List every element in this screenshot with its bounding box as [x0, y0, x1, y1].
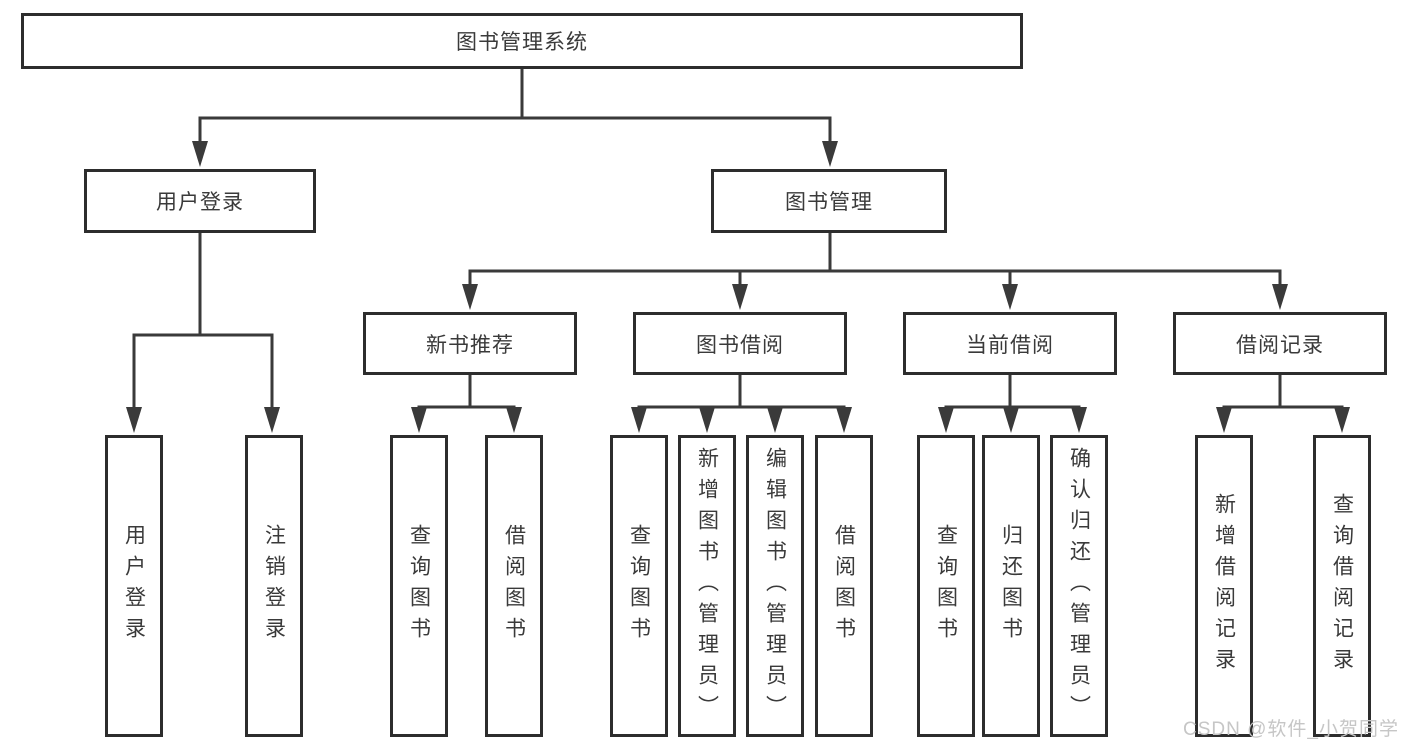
node-label: 查询图书: [407, 524, 431, 648]
node-label: 查询图书: [627, 524, 651, 648]
node-label: 当前借阅: [966, 333, 1054, 357]
leaf-query-borrow-record: 查询借阅记录: [1313, 435, 1371, 737]
node-user-login-branch: 用户登录: [84, 169, 316, 233]
node-book-borrow: 图书借阅: [633, 312, 847, 375]
node-book-management: 图书管理: [711, 169, 947, 233]
node-label: 图书管理系统: [456, 31, 588, 54]
leaf-borrow-books: 借阅图书: [815, 435, 873, 737]
leaf-add-borrow-record: 新增借阅记录: [1195, 435, 1253, 737]
node-label: 图书借阅: [696, 333, 784, 357]
leaf-edit-books-admin: 编辑图书（管理员）: [746, 435, 804, 737]
node-label: 借阅记录: [1236, 333, 1324, 357]
node-label: 借阅图书: [502, 524, 526, 648]
node-library-management-system: 图书管理系统: [21, 13, 1023, 69]
csdn-watermark: CSDN @软件_小贺同学: [1183, 719, 1399, 740]
node-label: 查询图书: [934, 524, 958, 648]
node-label: 用户登录: [122, 524, 146, 648]
node-label: 图书管理: [785, 191, 873, 214]
node-label: 确认归还（管理员）: [1067, 446, 1091, 726]
node-label: 归还图书: [999, 524, 1023, 648]
node-label: 查询借阅记录: [1330, 493, 1354, 679]
leaf-logout: 注销登录: [245, 435, 303, 737]
node-label: 新增图书（管理员）: [695, 446, 719, 726]
leaf-query-books-borrow: 查询图书: [610, 435, 668, 737]
node-new-book-recommend: 新书推荐: [363, 312, 577, 375]
leaf-return-books: 归还图书: [982, 435, 1040, 737]
node-borrow-records: 借阅记录: [1173, 312, 1387, 375]
leaf-add-books-admin: 新增图书（管理员）: [678, 435, 736, 737]
node-label: 新增借阅记录: [1212, 493, 1236, 679]
leaf-query-books-recommend: 查询图书: [390, 435, 448, 737]
node-current-borrow: 当前借阅: [903, 312, 1117, 375]
leaf-query-books-current: 查询图书: [917, 435, 975, 737]
node-label: 借阅图书: [832, 524, 856, 648]
leaf-confirm-return-admin: 确认归还（管理员）: [1050, 435, 1108, 737]
node-label: 编辑图书（管理员）: [763, 446, 787, 726]
node-label: 用户登录: [156, 191, 244, 214]
leaf-borrow-books-recommend: 借阅图书: [485, 435, 543, 737]
node-label: 新书推荐: [426, 333, 514, 357]
node-label: 注销登录: [262, 524, 286, 648]
leaf-user-login: 用户登录: [105, 435, 163, 737]
